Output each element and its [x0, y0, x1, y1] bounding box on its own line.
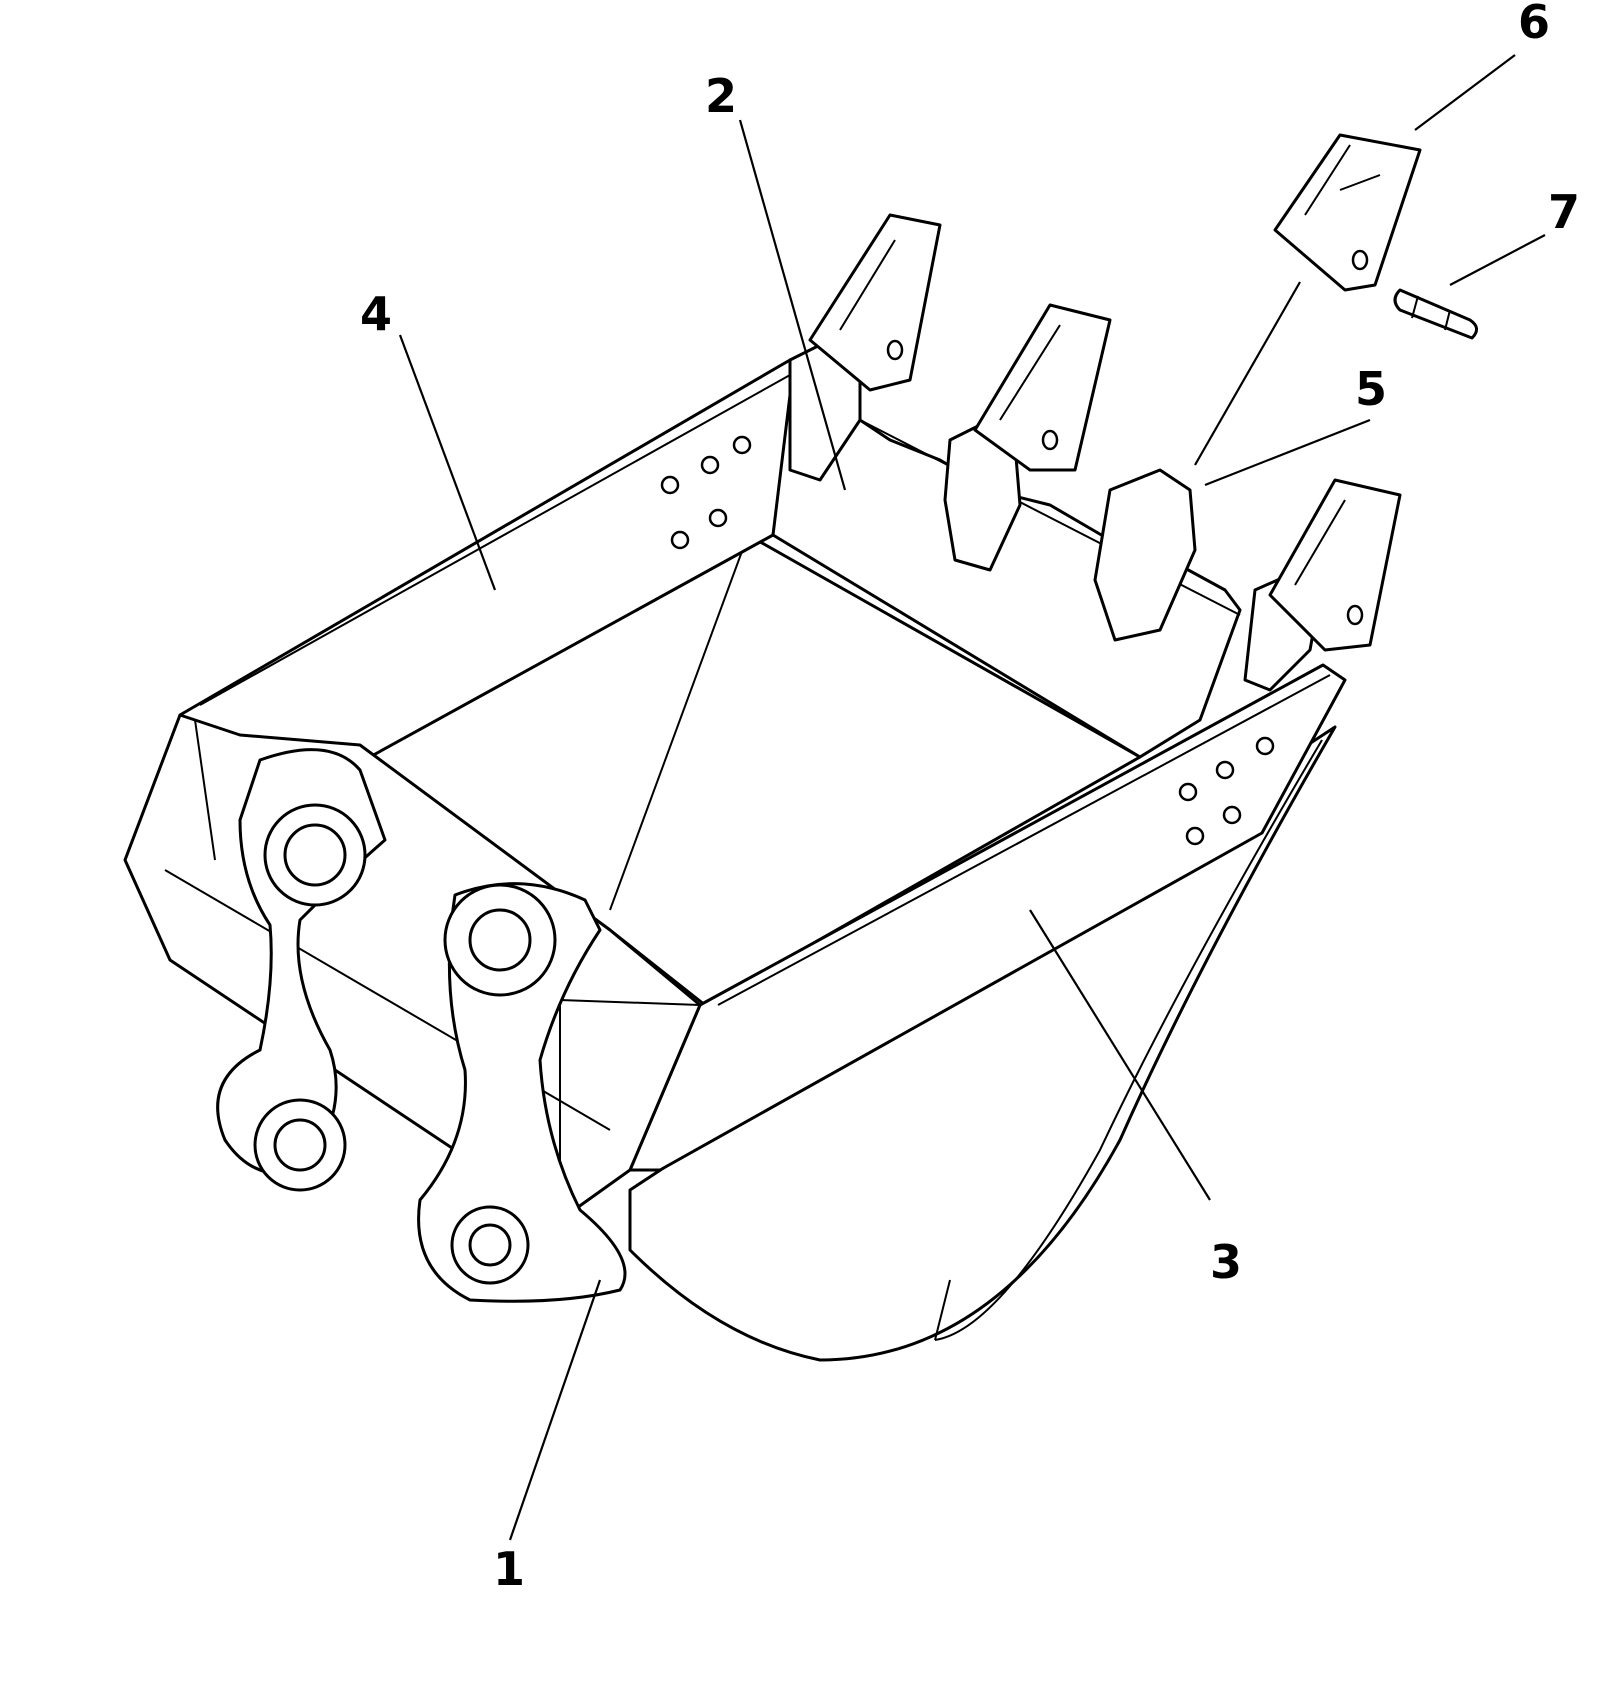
- leader-6: [1414, 54, 1516, 131]
- tooth-exploded: [1273, 133, 1422, 292]
- leader-1: [508, 1279, 602, 1541]
- tooth-pin: [1393, 288, 1478, 340]
- callout-7: 7: [1548, 185, 1580, 239]
- callout-1: 1: [493, 1542, 525, 1596]
- leader-5b: [1194, 281, 1301, 466]
- callout-labels: 1 2 3 4 5 6 7: [360, 0, 1580, 1596]
- leader-2: [738, 119, 847, 491]
- callout-3: 3: [1210, 1235, 1242, 1289]
- callout-2: 2: [705, 69, 737, 123]
- tooth-1: [808, 213, 942, 392]
- tooth-4: [1268, 478, 1402, 652]
- leader-lines: [398, 54, 1546, 1541]
- callout-4: 4: [360, 287, 392, 341]
- adapter-3: [1093, 468, 1197, 642]
- leader-4: [398, 334, 497, 591]
- right-link-bracket: [417, 882, 627, 1303]
- left-link-bracket: [216, 748, 387, 1192]
- bucket-teeth: [808, 133, 1422, 652]
- leader-3: [1029, 909, 1211, 1201]
- callout-6: 6: [1518, 0, 1550, 49]
- tooth-2: [973, 303, 1112, 472]
- leader-7: [1449, 234, 1546, 286]
- callout-5: 5: [1355, 362, 1387, 416]
- leader-5: [1204, 418, 1371, 487]
